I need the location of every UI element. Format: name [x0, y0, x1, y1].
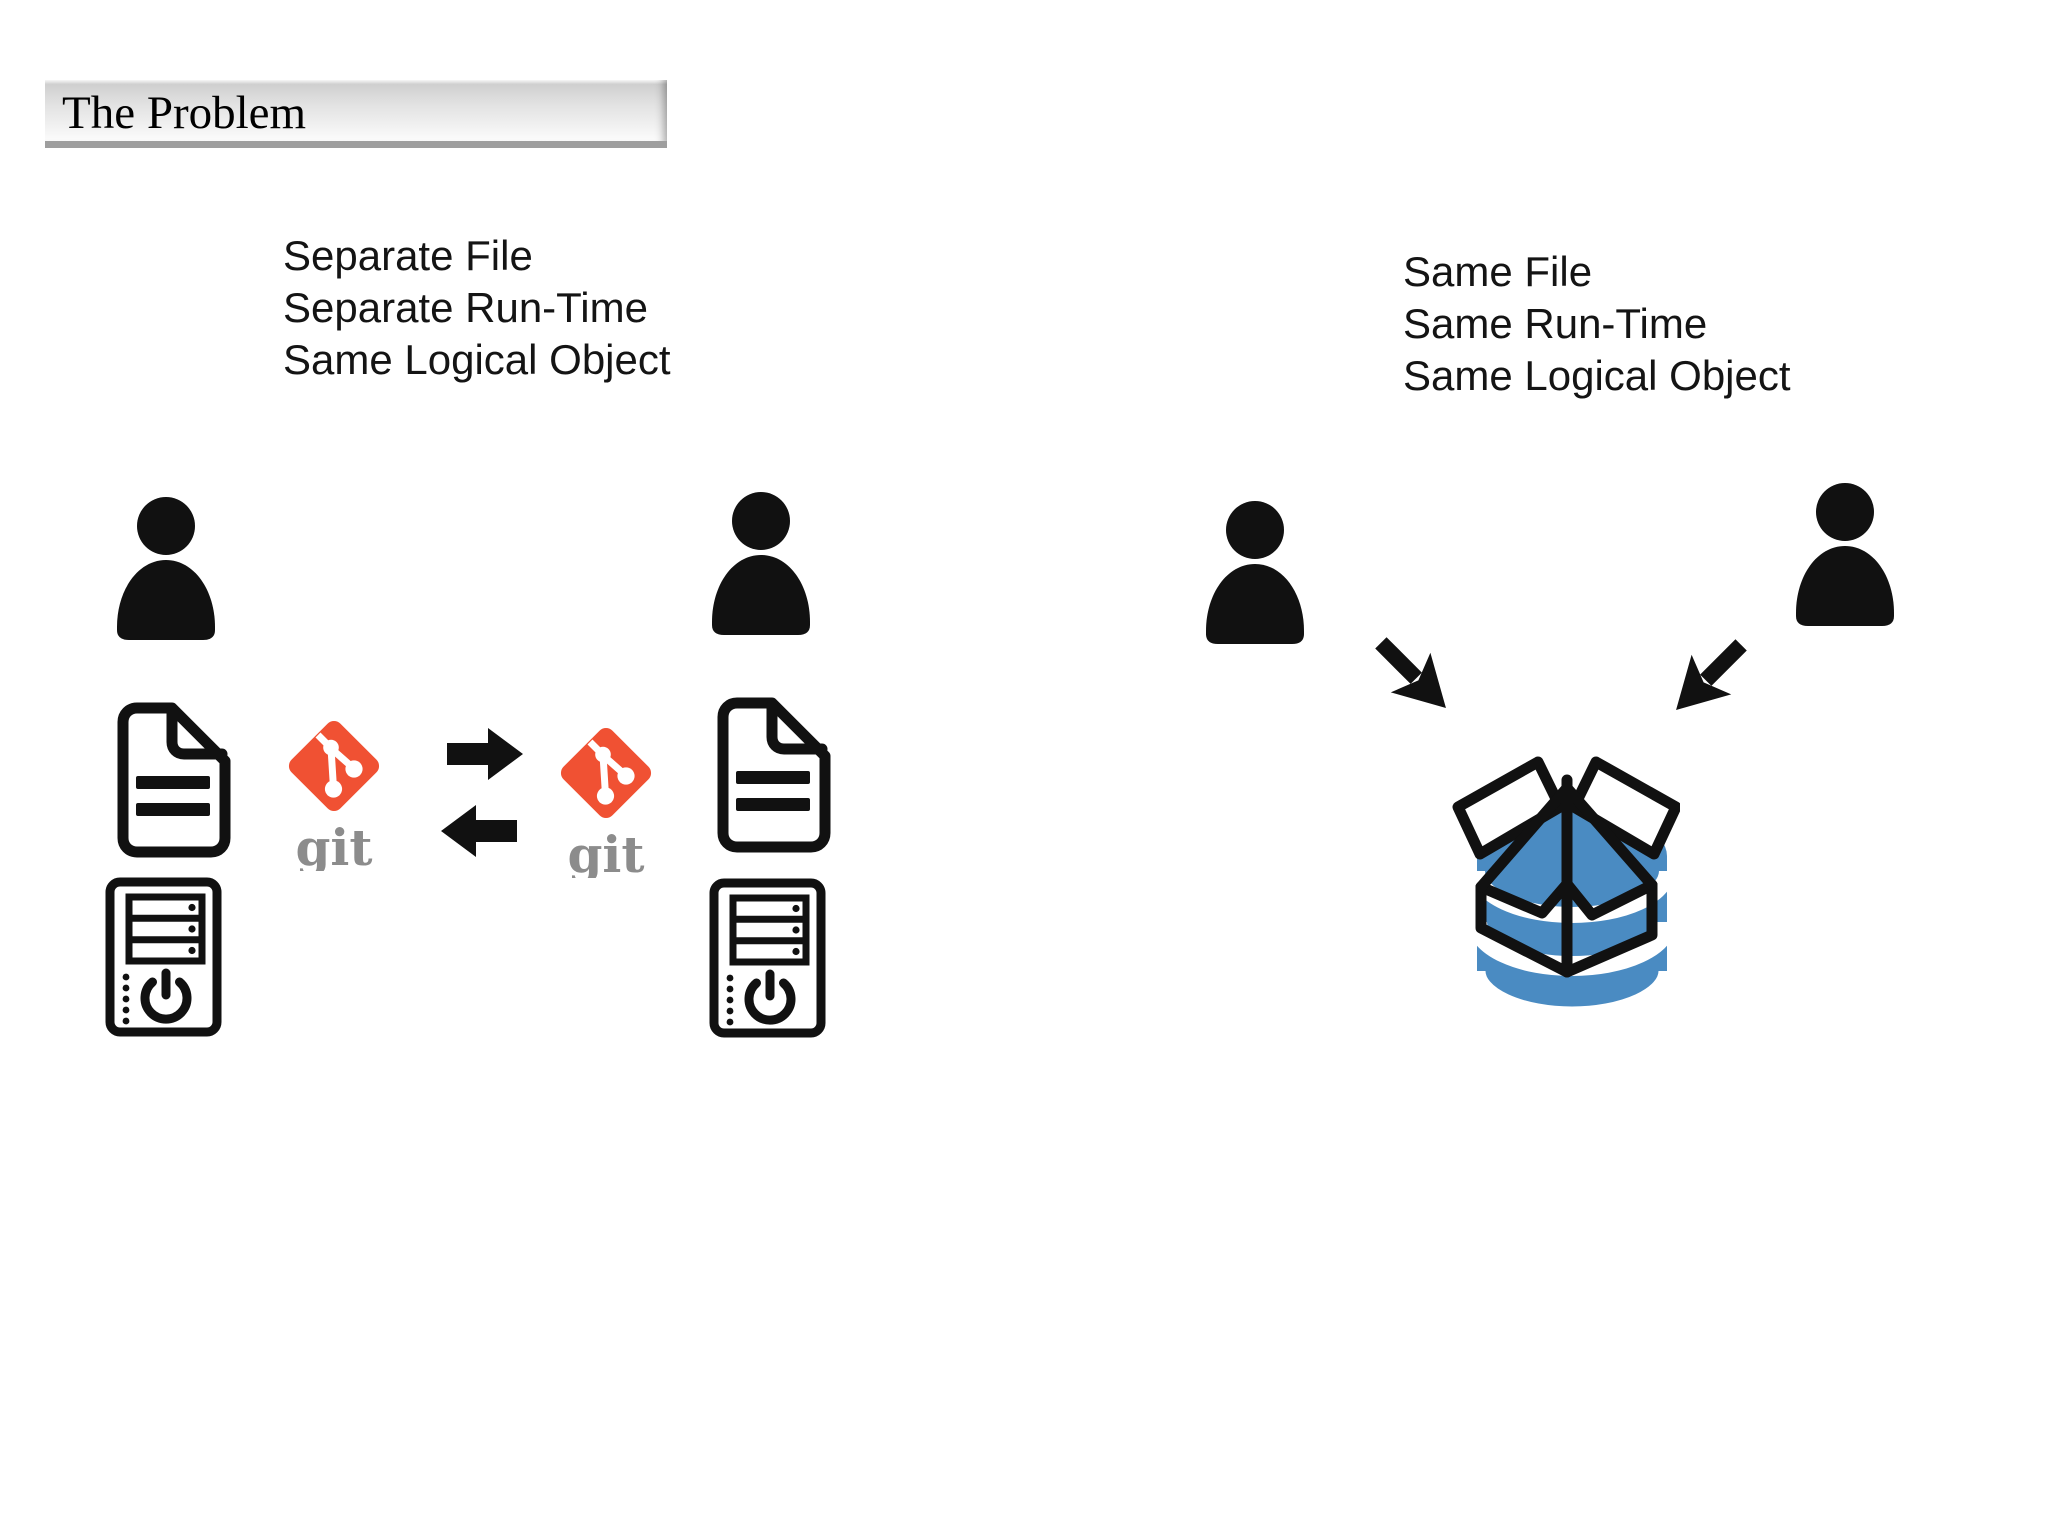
sync-arrow-left-icon — [439, 804, 517, 858]
arrow-down-right-icon — [1358, 620, 1466, 728]
caption-line: Separate Run-Time — [283, 284, 648, 331]
caption-line: Separate File — [283, 232, 533, 279]
shared-database-box-icon — [1450, 750, 1680, 1025]
page-title: The Problem — [62, 87, 307, 139]
git-logo-icon-2 — [556, 726, 656, 878]
caption-left: Separate File Separate Run-Time Same Log… — [283, 230, 671, 386]
person-icon-right-2 — [1787, 482, 1902, 627]
caption-line: Same Logical Object — [1403, 352, 1791, 399]
file-icon-left-2 — [706, 694, 838, 856]
caption-right: Same File Same Run-Time Same Logical Obj… — [1403, 246, 1791, 402]
sync-arrow-right-icon — [447, 727, 524, 781]
person-icon-left-2 — [703, 491, 818, 636]
caption-line: Same File — [1403, 248, 1593, 295]
person-icon-left-1 — [108, 496, 223, 641]
arrow-down-left-icon — [1656, 622, 1764, 730]
person-icon-right-1 — [1197, 500, 1312, 645]
caption-line: Same Logical Object — [283, 336, 671, 383]
slide-title-bar: The Problem — [45, 80, 667, 148]
server-icon-left-1 — [104, 876, 223, 1038]
server-icon-left-2 — [708, 877, 827, 1039]
git-logo-icon-1 — [284, 719, 384, 871]
caption-line: Same Run-Time — [1403, 300, 1708, 347]
file-icon-left-1 — [106, 699, 238, 861]
